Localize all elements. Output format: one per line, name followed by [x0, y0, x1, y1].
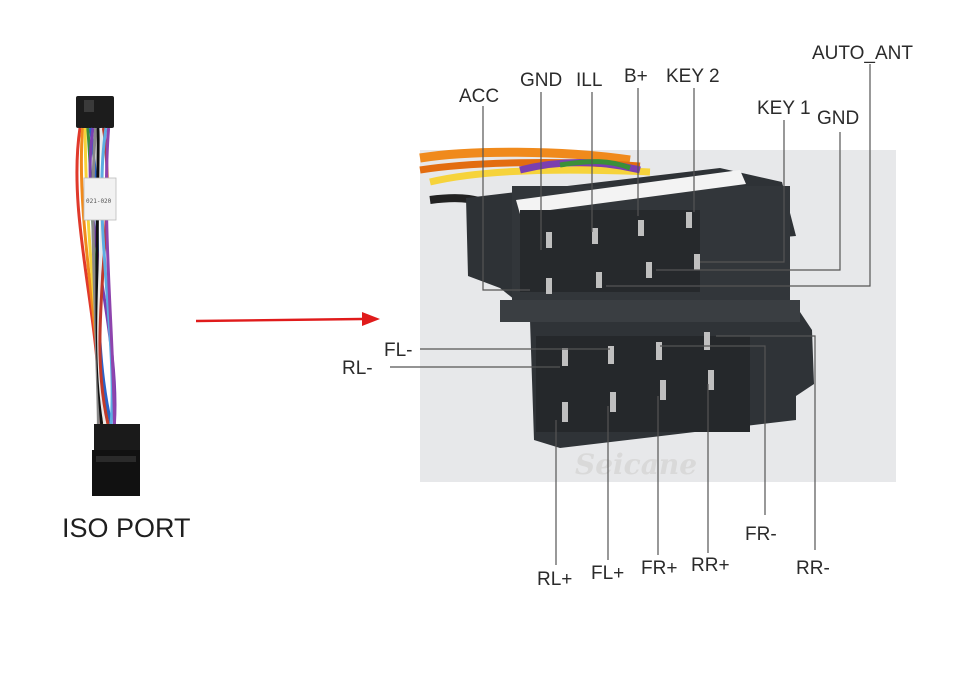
label-fl-minus: FL-	[384, 340, 413, 361]
svg-text:021-020: 021-020	[86, 198, 112, 205]
label-ill: ILL	[576, 70, 602, 91]
label-rr-minus: RR-	[796, 558, 830, 579]
label-rr-plus: RR+	[691, 555, 730, 576]
label-fl-plus: FL+	[591, 563, 624, 584]
iso-harness-image: 021-020	[75, 96, 140, 496]
label-gnd-top: GND	[520, 70, 562, 91]
label-fr-plus: FR+	[641, 558, 677, 579]
seicane-watermark: Seicane	[575, 448, 697, 481]
label-b-plus: B+	[624, 66, 648, 87]
label-acc: ACC	[459, 86, 499, 107]
label-auto-ant: AUTO_ANT	[812, 43, 913, 64]
label-rl-plus: RL+	[537, 569, 572, 590]
harness-wire	[104, 127, 116, 425]
label-fr-minus: FR-	[745, 524, 777, 545]
iso-port-title: ISO PORT	[62, 513, 191, 543]
label-rl-minus: RL-	[342, 358, 373, 379]
leader-lines	[390, 64, 871, 565]
red-arrow-icon	[195, 312, 380, 326]
label-key2: KEY 2	[666, 66, 720, 87]
label-key1: KEY 1	[757, 98, 811, 119]
label-gnd-right: GND	[817, 108, 859, 129]
